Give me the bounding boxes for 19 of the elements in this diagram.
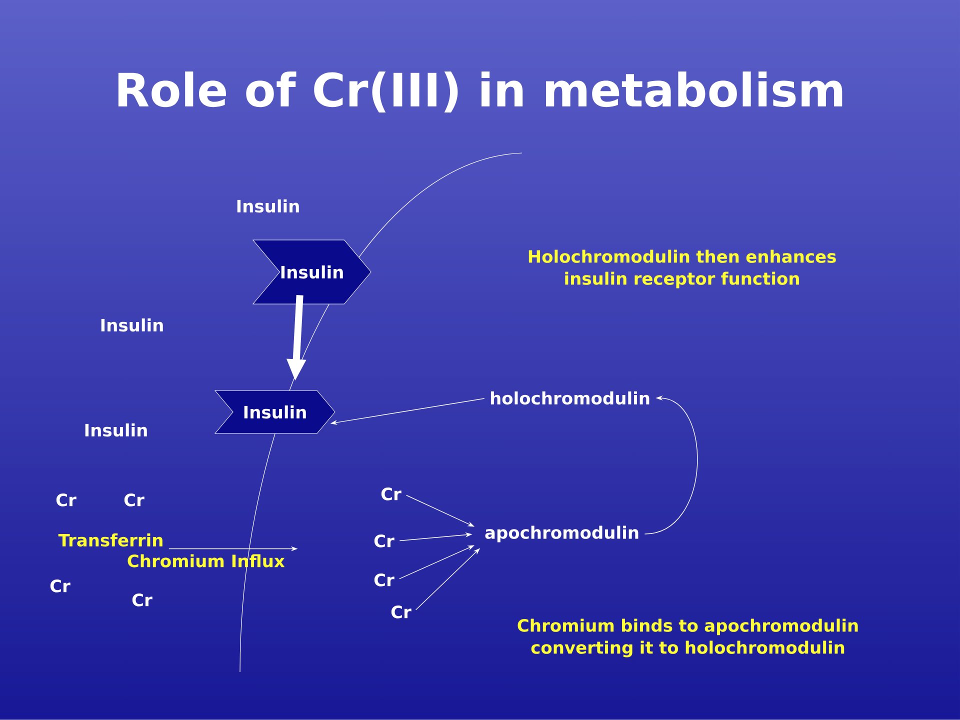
text-label: Cr (391, 606, 412, 618)
text-label: Cr (374, 534, 394, 548)
insulin-receptor-chevron: Insulin (214, 390, 336, 434)
text-label: Cr (56, 494, 76, 506)
text-label: Cr (50, 580, 70, 592)
text-label: holochromodulin (490, 391, 650, 405)
text-label: apochromodulin (485, 526, 638, 542)
text-label: Insulin (101, 318, 163, 332)
text-label: Cr (132, 594, 152, 606)
text-label: Cr (374, 574, 394, 586)
text-label: Insulin (85, 423, 147, 437)
insulin-receptor-chevron: Insulin (252, 240, 372, 304)
note-text: Holochromodulin then enhances insulin receptor function (528, 250, 836, 288)
text-label: Transferrin (58, 533, 162, 547)
title: Role of Cr(III) in metabolism (118, 72, 842, 112)
text-label: Cr (124, 494, 144, 506)
text-label: Insulin (237, 199, 299, 213)
text-label: Cr (381, 488, 402, 500)
note-text: Chromium binds to apochromodulin converting it to holochromodulin (518, 618, 858, 658)
